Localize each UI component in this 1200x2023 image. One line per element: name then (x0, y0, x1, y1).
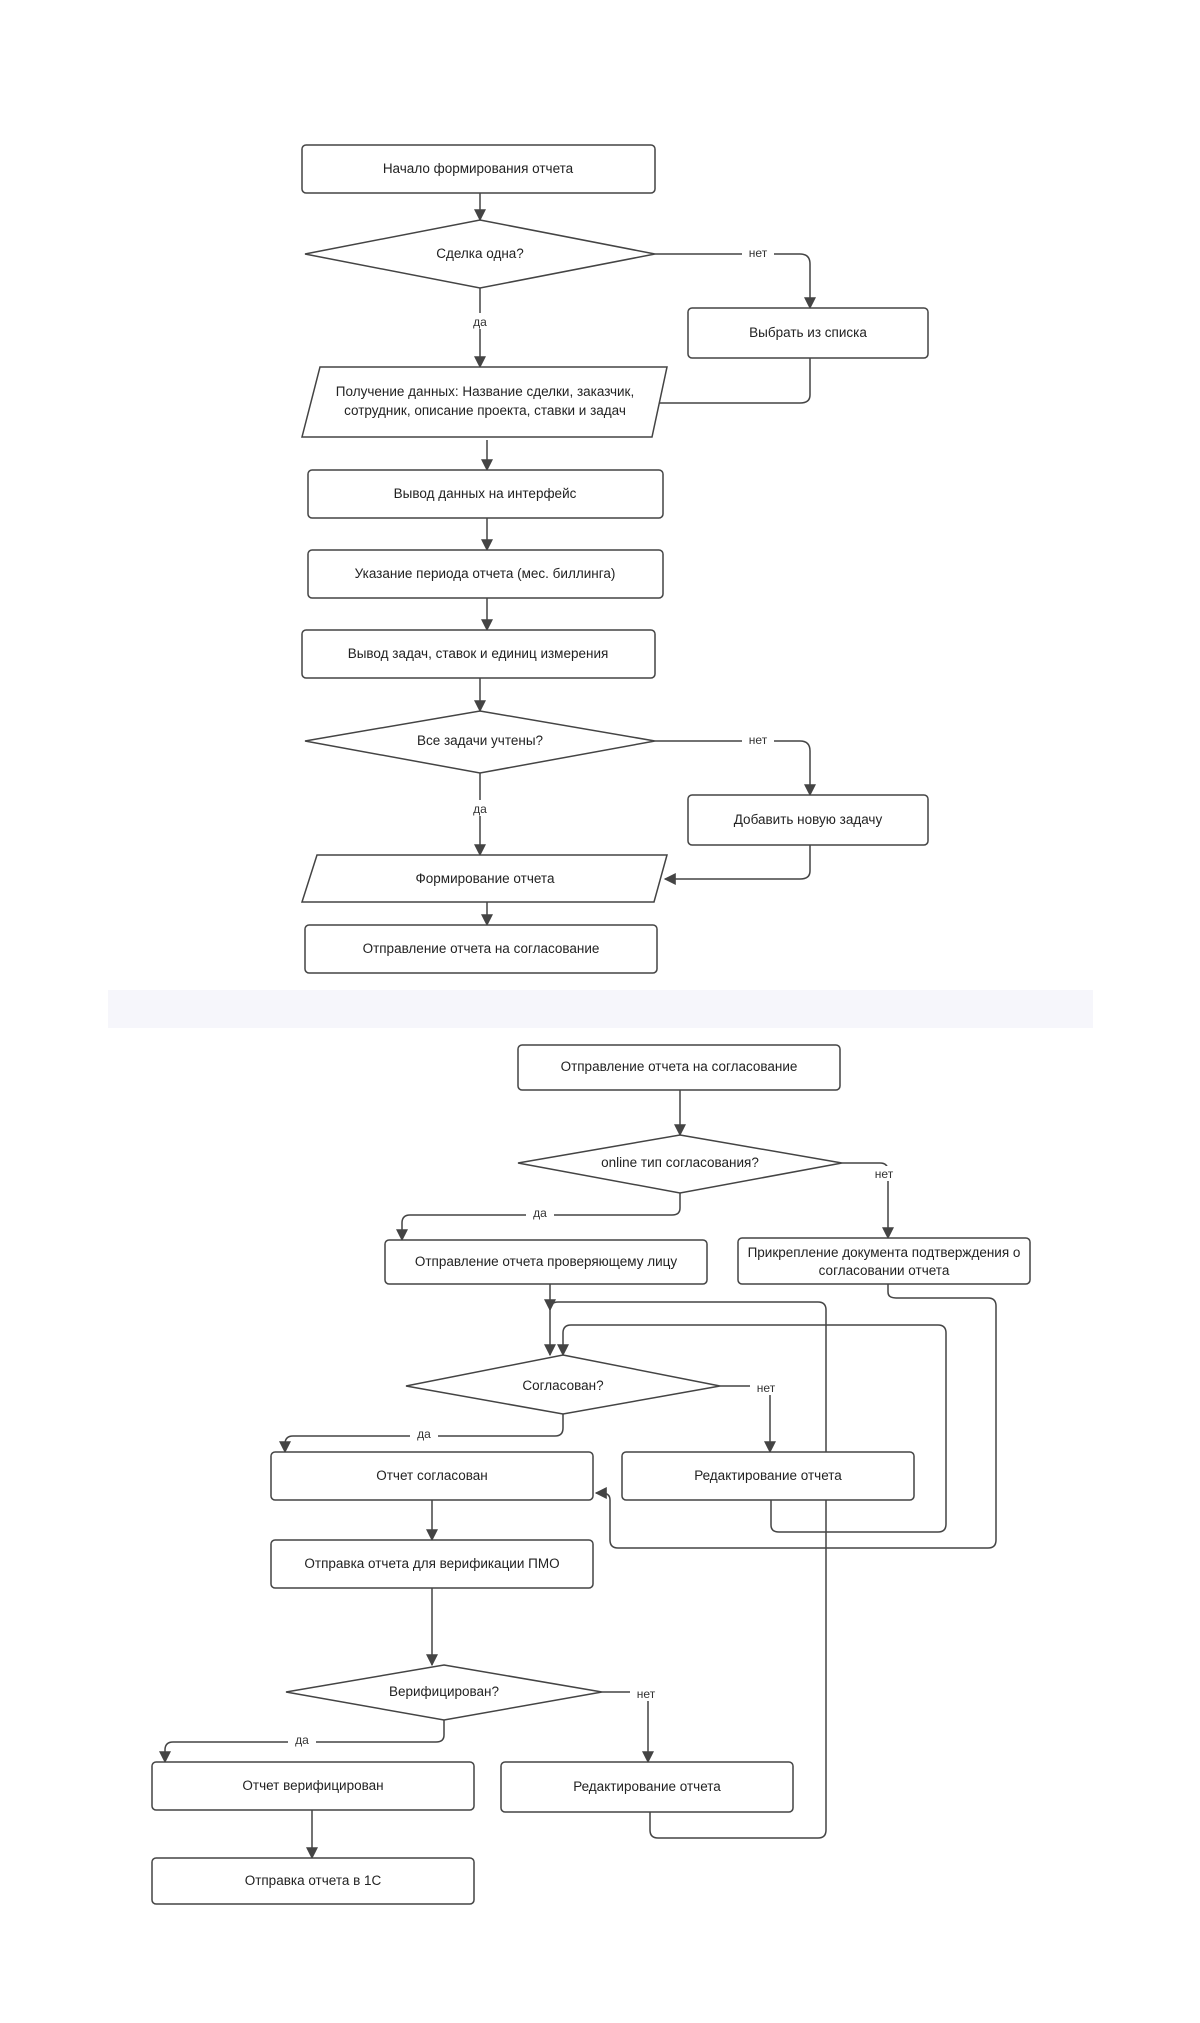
node2-send-pmo-label: Отправка отчета для верификации ПМО (304, 1556, 559, 1571)
edge2-edit1-d2 (557, 1324, 947, 1533)
edge-addtask-form (663, 845, 811, 885)
decision-approved-label: Согласован? (522, 1378, 603, 1393)
decision-one-deal (304, 219, 656, 289)
edge2-label-d2-yes: да (417, 1427, 431, 1441)
node-output-data (307, 469, 664, 519)
node2-edit-report-1 (621, 1451, 915, 1501)
node-period-label: Указание периода отчета (мес. биллинга) (355, 566, 616, 581)
edge-label-d1-yes: да (473, 315, 487, 329)
edge2-d3-no (602, 1691, 654, 1764)
node2-send-reviewer-label: Отправление отчета проверяющему лицу (415, 1254, 677, 1269)
node2-send-approval (517, 1044, 841, 1091)
edge2-d2-no (720, 1385, 776, 1454)
decision-all-tasks-label: Все задачи учтены? (417, 733, 543, 748)
node2-attach-doc-label-1: Прикрепление документа подтверждения о (748, 1245, 1021, 1260)
node2-report-verified (151, 1761, 475, 1811)
decision-verified-label: Верифицирован? (389, 1684, 499, 1699)
section-separator (108, 990, 1093, 1028)
node2-edit-report-2 (500, 1761, 794, 1813)
edge2-label-d1-yes: да (533, 1206, 547, 1220)
edge-d2-no (655, 740, 816, 797)
node-output-label: Вывод данных на интерфейс (394, 486, 577, 501)
node-send-approval-label: Отправление отчета на согласование (363, 941, 600, 956)
node-add-task (687, 794, 929, 846)
node-select-label: Выбрать из списка (749, 325, 867, 340)
node2-report-approved (270, 1451, 594, 1501)
decision-approved (405, 1354, 721, 1415)
decision-online-type (517, 1134, 843, 1194)
node2-send-reviewer (384, 1239, 708, 1285)
node-period (307, 549, 664, 599)
node-get-data-label-1: Получение данных: Название сделки, заказ… (336, 384, 634, 399)
node-add-task-label: Добавить новую задачу (734, 812, 883, 827)
edge2-attach-d2 (594, 1284, 997, 1549)
flow1: нет да нет да Начало формирования отчета… (300, 144, 929, 974)
edge-label-d2-yes: да (473, 802, 487, 816)
node-start-label: Начало формирования отчета (383, 161, 574, 176)
node2-send-1c-label: Отправка отчета в 1С (245, 1873, 382, 1888)
edge2-label-d3-yes: да (295, 1733, 309, 1747)
node2-edit-report-1-label: Редактирование отчета (694, 1468, 842, 1483)
node-send-approval (304, 924, 658, 974)
edge2-label-d3-no: нет (637, 1687, 656, 1701)
node2-attach-doc (737, 1237, 1031, 1285)
node-tasks-rates (301, 629, 656, 679)
edge2-edit2-d2 (544, 1299, 827, 1839)
edge-label-d2-no: нет (749, 733, 768, 747)
node2-attach-doc-label-2: согласовании отчета (819, 1263, 950, 1278)
node-get-data-label-2: сотрудник, описание проекта, ставки и за… (344, 403, 626, 418)
decision-online-type-label: online тип согласования? (601, 1155, 759, 1170)
node2-edit-report-2-label: Редактирование отчета (573, 1779, 721, 1794)
node-start (301, 144, 656, 194)
decision-all-tasks (304, 710, 656, 774)
decision-one-deal-label: Сделка одна? (436, 246, 524, 261)
node2-send-pmo (270, 1539, 594, 1589)
edge-d1-no (655, 253, 816, 310)
node2-send-1c (151, 1857, 475, 1905)
edge2-label-d2-no: нет (757, 1381, 776, 1395)
edge-select-getdata (640, 358, 811, 409)
edge2-label-d1-no: нет (875, 1167, 894, 1181)
node2-send-approval-label: Отправление отчета на согласование (561, 1059, 798, 1074)
node-select-from-list (687, 307, 929, 359)
node-get-data (301, 366, 668, 438)
node-form-report-label: Формирование отчета (416, 871, 555, 886)
decision-verified (285, 1664, 603, 1721)
node-tasks-label: Вывод задач, ставок и единиц измерения (348, 646, 609, 661)
edge-label-d1-no: нет (749, 246, 768, 260)
node2-report-verified-label: Отчет верифицирован (242, 1778, 383, 1793)
node-form-report (300, 854, 668, 903)
node2-report-approved-label: Отчет согласован (376, 1468, 488, 1483)
flow2: да нет да нет да нет Отправление отчета … (151, 1044, 1031, 1905)
